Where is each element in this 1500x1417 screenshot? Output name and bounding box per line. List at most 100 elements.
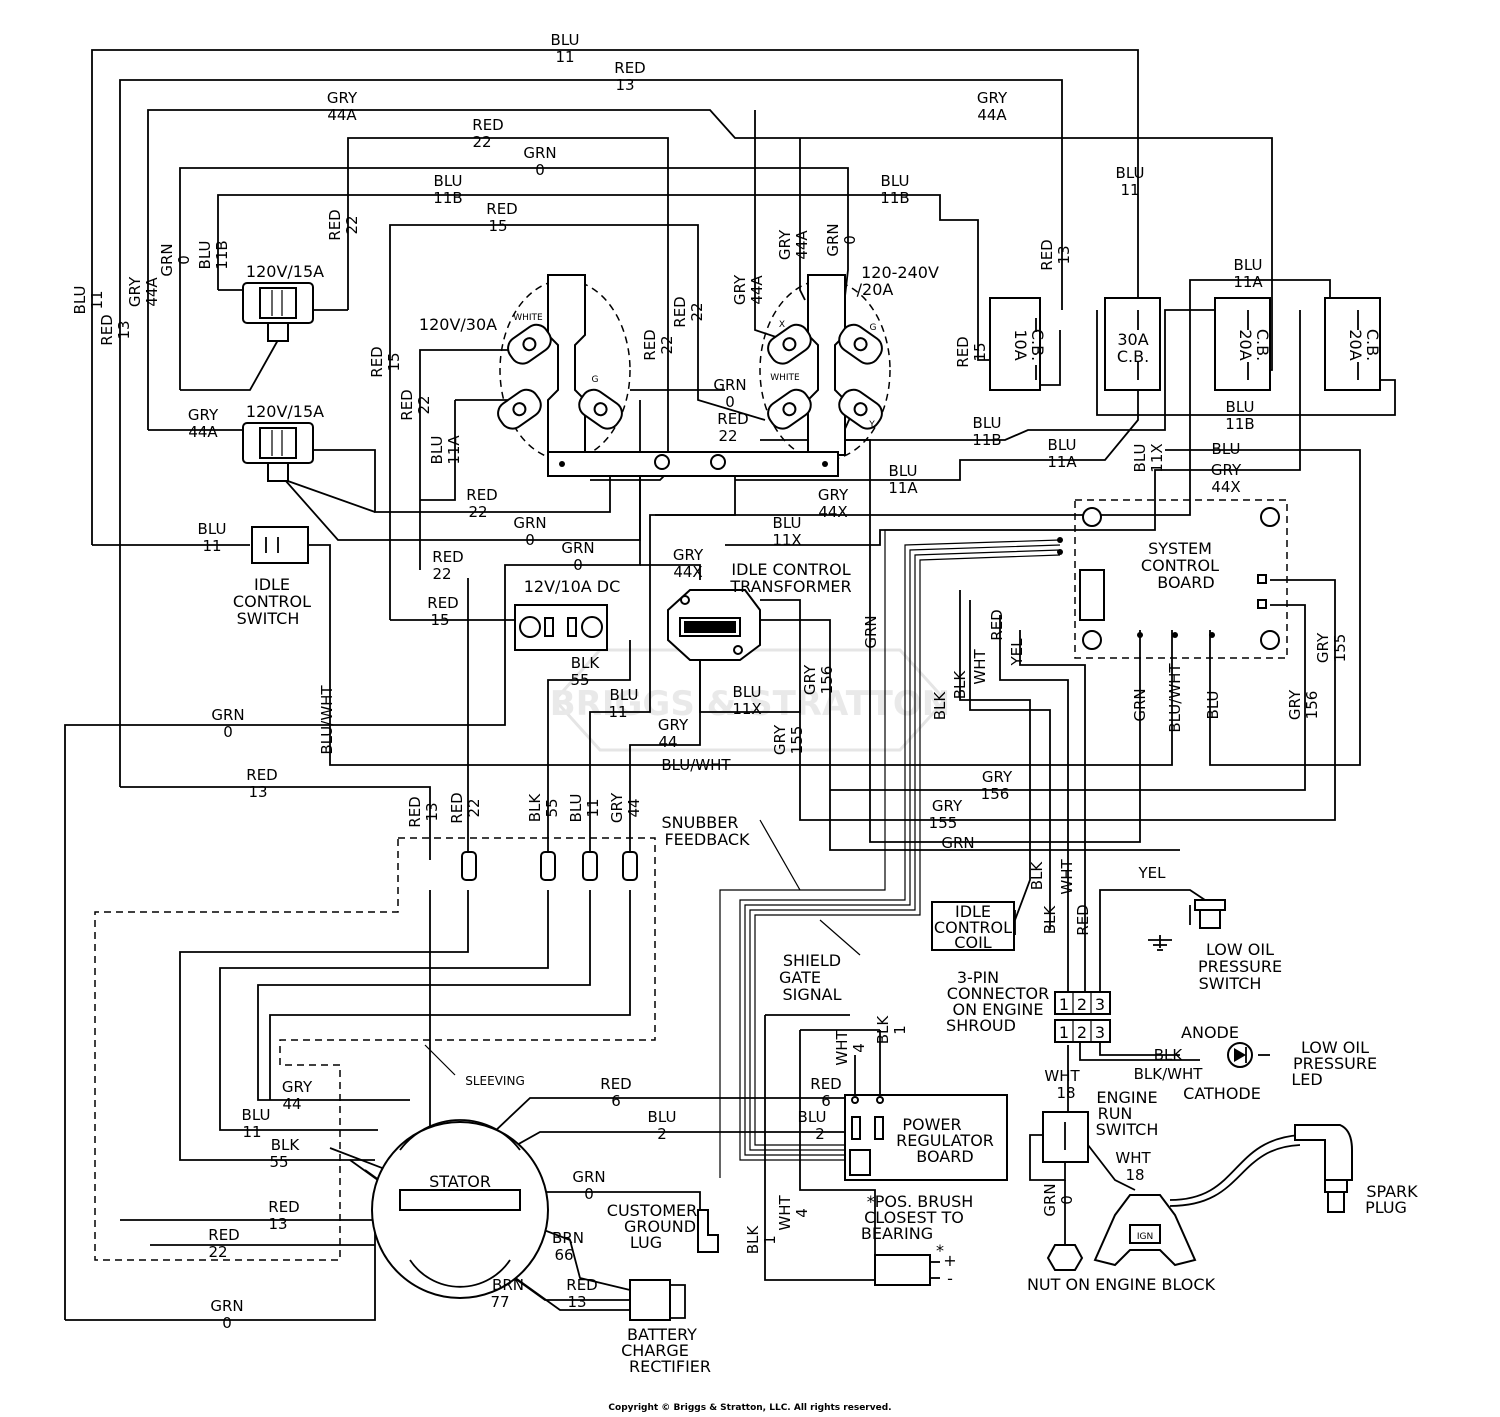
receptacle-label: 120-240V — [861, 263, 939, 282]
breaker-label: C.B. — [1117, 347, 1149, 366]
low-oil-pressure-switch — [1148, 899, 1226, 951]
wire-label: 44A — [977, 106, 1007, 124]
wire-label: 6 — [611, 1092, 621, 1110]
component-label: SLEEVING — [465, 1074, 525, 1088]
wire-label: BLK/WHT — [1134, 1065, 1204, 1083]
wire-label: 44 — [282, 1095, 301, 1113]
engine-run-switch — [1042, 1111, 1089, 1163]
wire-label: 44X — [1211, 478, 1240, 496]
wire-label: GRY — [673, 546, 704, 564]
wire-label: GRN — [941, 834, 974, 852]
watermark: BRIGGS & STRATTON — [550, 648, 950, 752]
component-label: LUG — [630, 1233, 662, 1252]
wire-label: 55 — [570, 671, 589, 689]
wire-label: GRY — [977, 89, 1008, 107]
wire-label: 11X — [732, 700, 761, 718]
wire-label: 11A — [888, 479, 918, 497]
pin-label: 1 — [1059, 1023, 1069, 1042]
component-label: NUT ON ENGINE BLOCK — [1027, 1275, 1216, 1294]
wire-label: YEL — [1138, 864, 1167, 882]
component-label: CLOSEST TO — [864, 1208, 964, 1227]
terminal-label: G — [870, 323, 877, 333]
brush-symbol: - — [947, 1269, 953, 1288]
wire-label: BLU/WHT — [1166, 663, 1184, 733]
wire-label: 13 — [567, 1293, 586, 1311]
wire-label: 2 — [815, 1125, 825, 1143]
wire-label: GRN — [561, 539, 594, 557]
idle-control-transformer — [667, 589, 761, 661]
wire-label: 11 — [555, 48, 574, 66]
component-label: BOARD — [916, 1147, 973, 1166]
wire-label: 156 — [981, 785, 1010, 803]
wire-label: YEL — [1008, 638, 1026, 667]
wire-label: BLU — [648, 1108, 677, 1126]
component-label: STATOR — [429, 1172, 491, 1191]
component-label: IDLE CONTROL — [731, 560, 850, 579]
wire-label: BLK — [526, 793, 544, 823]
breaker-label: 30A — [1117, 330, 1148, 349]
component-label: BEARING — [861, 1224, 933, 1243]
wire-label: 4 — [850, 1043, 868, 1053]
component-label: SWITCH — [1096, 1120, 1159, 1139]
wire-label: GRN — [824, 223, 842, 256]
wire-label: 6 — [821, 1092, 831, 1110]
component-label: REGULATOR — [896, 1131, 994, 1150]
wire-label: BLU — [434, 172, 463, 190]
wire-label: 11 — [608, 703, 627, 721]
wire-label: BRN — [552, 1229, 584, 1247]
wire-label: BLU — [881, 172, 910, 190]
wire-label: RED — [1074, 904, 1092, 935]
wire-label: RED — [432, 548, 463, 566]
wire-label: GRY — [776, 229, 794, 260]
wire-label: BLK — [1041, 905, 1059, 935]
wire-label: BLK — [951, 670, 969, 700]
wire-label: GRY — [608, 792, 626, 823]
terminal-label: X — [779, 320, 785, 330]
idle-control-switch — [251, 526, 309, 564]
breaker-label: 10A — [1011, 329, 1030, 360]
wire-label: RED — [566, 1276, 597, 1294]
brush-symbol: * — [936, 1241, 944, 1260]
wire-label: 22 — [472, 133, 491, 151]
wire-label: 18 — [1125, 1166, 1144, 1184]
wire-label: 13 — [268, 1215, 287, 1233]
wire-label: GRY — [658, 716, 689, 734]
wire-label: RED — [954, 336, 972, 367]
wire-label: RED — [448, 792, 466, 823]
component-label: SHROUD — [946, 1016, 1016, 1035]
component-label: CONNECTOR — [947, 984, 1049, 1003]
wire-label: WHT — [1115, 1149, 1151, 1167]
component-label: BATTERY — [627, 1325, 697, 1344]
wire-label: 0 — [222, 1314, 232, 1332]
wire-label: BLU — [242, 1106, 271, 1124]
wire-label: RED — [326, 209, 344, 240]
wire-label: WHT — [971, 649, 989, 685]
wire-label: GRN — [211, 706, 244, 724]
wire-label: RED — [466, 486, 497, 504]
wire-label: BLU/WHT — [661, 756, 731, 774]
wire-label: BLK — [744, 1225, 762, 1255]
wire-label: 13 — [615, 76, 634, 94]
component-label: CONTROL — [1141, 556, 1219, 575]
component-label: LOW OIL — [1301, 1038, 1369, 1057]
component-label: SYSTEM — [1148, 539, 1212, 558]
wire-label: 11A — [445, 435, 463, 465]
wire-label: 4 — [793, 1208, 811, 1218]
nut-engine-block — [1046, 1244, 1084, 1271]
wire-label: RED — [641, 329, 659, 360]
harness-plugs — [461, 851, 638, 881]
component-label: SPARK — [1366, 1182, 1418, 1201]
wire-label: RED — [406, 796, 424, 827]
terminal-label: WHITE — [513, 313, 543, 323]
wire-label: 11 — [88, 290, 106, 309]
wire-label: 11A — [1047, 453, 1077, 471]
wire-label: 11 — [1120, 181, 1139, 199]
wire-label: 11 — [202, 537, 221, 555]
dc-receptacle — [514, 604, 608, 651]
wire-label: 13 — [248, 783, 267, 801]
component-label: POWER — [902, 1115, 961, 1134]
breaker-20a-2 — [1324, 297, 1381, 391]
wire-label: BLU — [567, 794, 585, 823]
wire-label: BLU — [798, 1108, 827, 1126]
